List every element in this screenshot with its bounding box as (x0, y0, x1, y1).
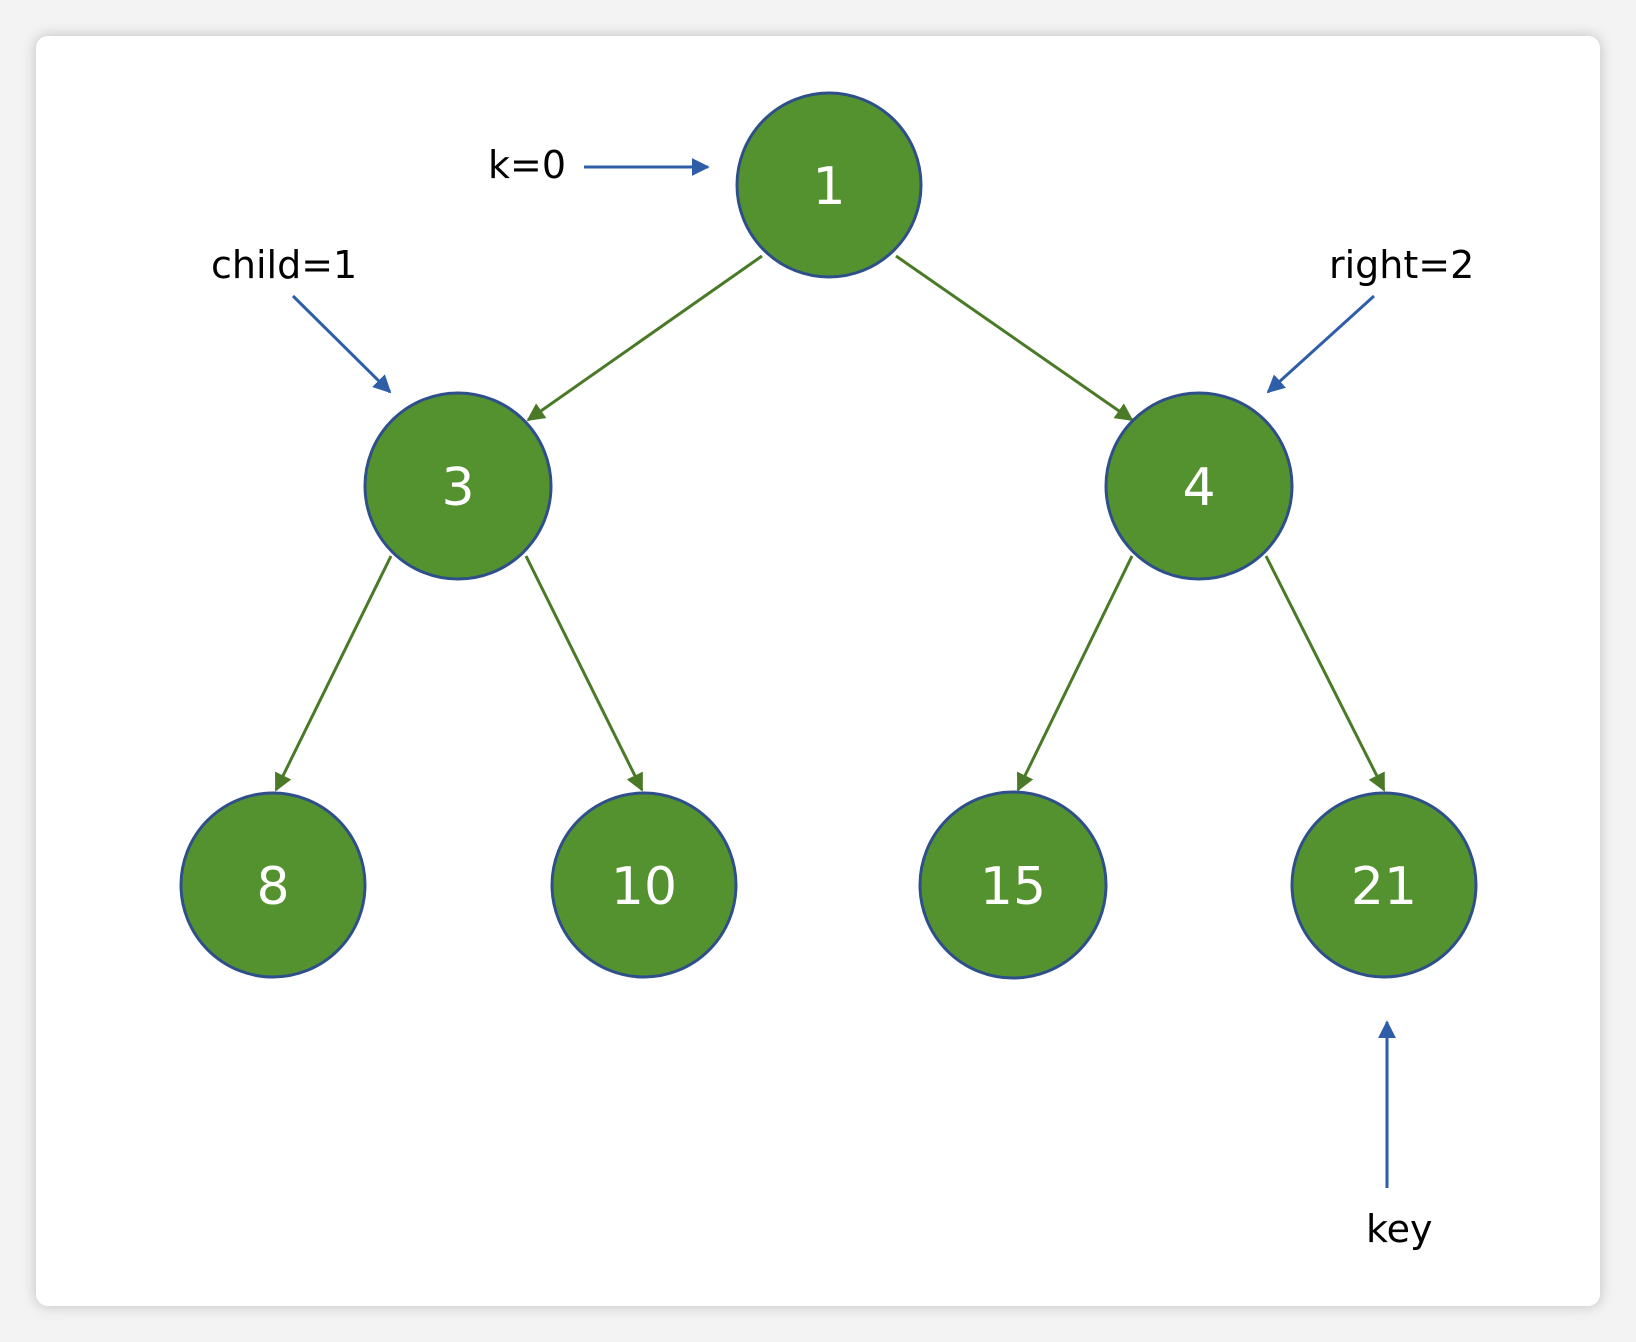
annotation-label: right=2 (1329, 243, 1474, 287)
edge-n2-n6 (1264, 555, 1386, 792)
node-circle (735, 91, 923, 279)
tree-node-n0: 1 (735, 91, 923, 279)
tree-node-n1: 3 (363, 391, 553, 581)
annotation-k: k=0 (488, 143, 710, 187)
node-value: 4 (1182, 458, 1215, 518)
edge-n0-n1 (526, 254, 763, 422)
node-circle (550, 791, 738, 979)
node-circle (1104, 391, 1294, 581)
tree-edges (274, 254, 1386, 792)
tree-node-n2: 4 (1104, 391, 1294, 581)
node-value: 1 (812, 157, 845, 217)
annotation-right: right=2 (1266, 243, 1474, 394)
node-value: 10 (611, 857, 677, 917)
annotation-label: key (1366, 1207, 1433, 1251)
tree-node-n3: 8 (179, 791, 367, 979)
node-circle (179, 791, 367, 979)
edge-n1-n4 (524, 555, 644, 792)
tree-node-n4: 10 (550, 791, 738, 979)
tree-node-n5: 15 (918, 790, 1108, 980)
node-value: 15 (980, 857, 1046, 917)
edge-n2-n5 (1016, 555, 1134, 792)
annotation-label: child=1 (211, 243, 357, 287)
annotation-key: key (1366, 1020, 1433, 1251)
annotation-label: k=0 (488, 143, 566, 187)
pointer-arrow (1266, 294, 1376, 394)
node-value: 3 (441, 458, 474, 518)
edge-n0-n2 (895, 254, 1134, 422)
pointer-arrow (291, 294, 392, 394)
tree-node-n6: 21 (1290, 791, 1478, 979)
node-circle (1290, 791, 1478, 979)
node-circle (363, 391, 553, 581)
node-value: 21 (1351, 857, 1417, 917)
edge-n1-n3 (274, 555, 393, 792)
node-circle (918, 790, 1108, 980)
node-value: 8 (256, 857, 289, 917)
annotation-child: child=1 (211, 243, 392, 394)
